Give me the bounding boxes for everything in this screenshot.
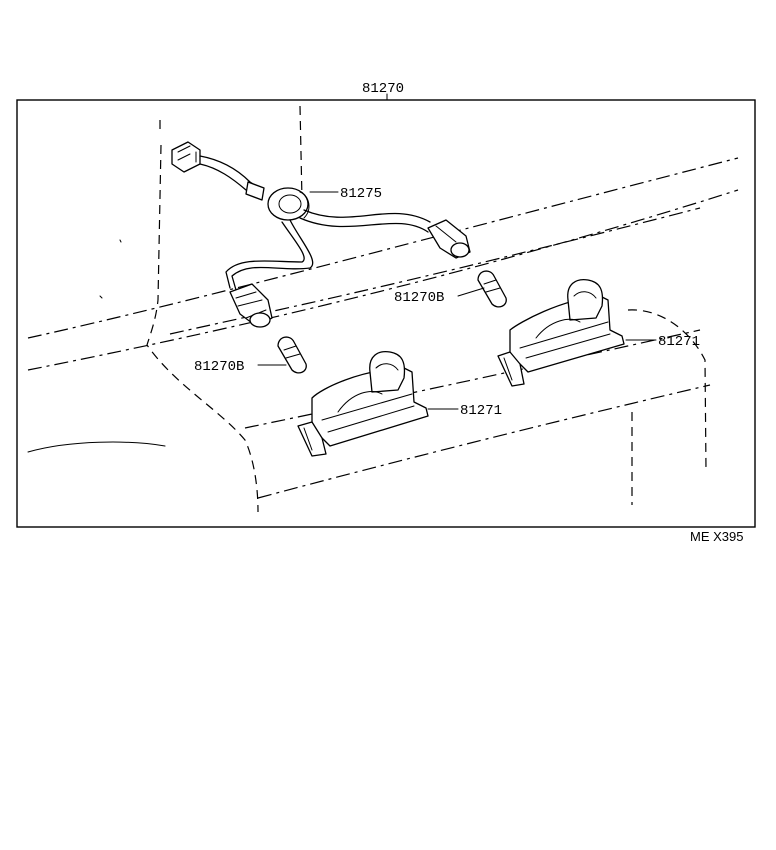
callout-lamp-right: 81271 (658, 334, 700, 350)
vehicle-body-outline (27, 105, 739, 513)
bulb-left (277, 336, 307, 374)
figure-code: ME X395 (690, 529, 743, 544)
lamp-left (297, 350, 429, 457)
lamp-right (497, 278, 625, 387)
callout-harness: 81275 (340, 186, 382, 202)
bulb-right (477, 270, 507, 308)
assembly-label: 81270 (362, 81, 404, 97)
callout-leaders (257, 191, 657, 410)
callout-bulb-left: 81270B (194, 359, 244, 375)
callout-lamp-left: 81271 (460, 403, 502, 419)
callout-bulb-right: 81270B (394, 290, 444, 306)
diagram-frame (16, 99, 756, 528)
wire-harness (171, 141, 471, 328)
